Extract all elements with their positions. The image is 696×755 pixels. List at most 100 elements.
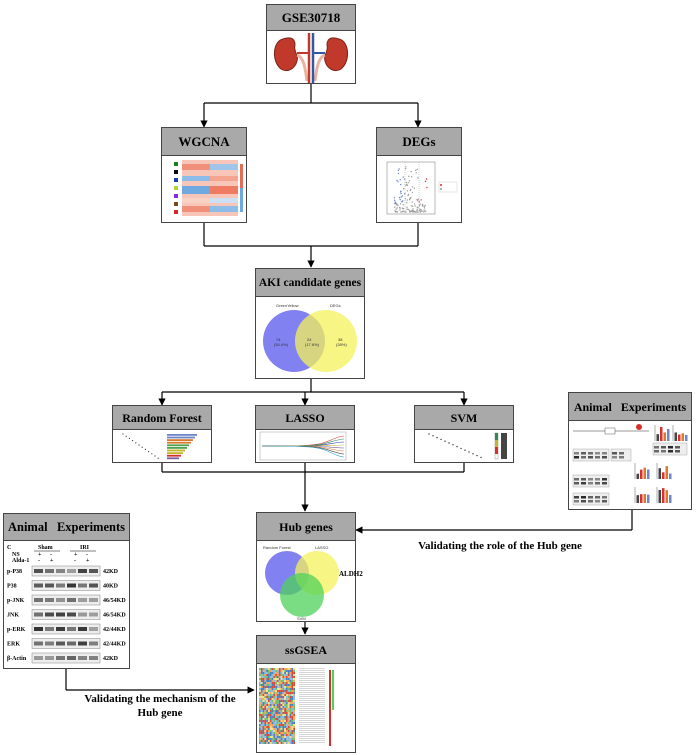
ssgsea-cell [284,682,286,684]
ssgsea-cell [280,730,283,732]
ssgsea-cell [264,734,267,736]
ssgsea-label-line [299,672,325,673]
ssgsea-cell [282,712,285,714]
ssgsea-cell [286,740,288,742]
ssgsea-cell [264,706,267,708]
ssgsea-cell [282,730,285,732]
ssgsea-cell [273,674,276,676]
ssgsea-cell [268,672,270,674]
volcano-dot [406,190,409,192]
ssgsea-cell [284,692,286,694]
wgcna-title: WGCNA [162,128,246,156]
ssgsea-cell [280,672,283,674]
caption-validate-mechanism: Validating the mechanism of the Hub gene [70,692,250,720]
hub-venn: Random Forest LASSO SVM [263,545,339,621]
rf-bar [167,444,189,447]
blot-band [675,450,680,453]
blot-band [45,641,54,646]
blot-band [581,456,586,459]
ssgsea-cell [277,738,279,740]
ssgsea-cell [262,682,265,684]
ssgsea-label-line [299,670,325,671]
ssgsea-cell [284,730,286,732]
ssgsea-cell [287,710,290,712]
ssgsea-cell [275,706,277,708]
ssgsea-cell [284,680,286,682]
ssgsea-label-line [299,732,325,733]
blot-alda-sign: - [38,558,40,564]
volcano-dot [410,211,412,213]
ssgsea-cell [269,722,272,724]
ssgsea-cell [275,702,277,704]
ssgsea-cell [287,682,290,684]
ssgsea-cell [264,722,267,724]
ssgsea-cell [268,712,270,714]
ssgsea-cell [287,726,290,728]
ssgsea-cell [264,682,267,684]
ssgsea-cell [269,674,272,676]
ssgsea-cell [278,702,281,704]
ssgsea-cell [284,716,286,718]
ssgsea-cell [278,710,281,712]
volcano-dot [406,208,408,210]
ssgsea-cell [260,724,263,726]
ssgsea-cell [269,676,272,678]
ssgsea-cell [268,690,270,692]
blot-panel-letter: C [7,545,11,551]
ssgsea-cell [269,694,272,696]
ssgsea-cell [282,732,285,734]
rf-dot [141,446,143,448]
ssgsea-cell [273,720,276,722]
ssgsea-label-line [299,720,325,721]
ssgsea-cell [293,686,295,688]
ssgsea-cell [278,686,281,688]
ssgsea-cell [269,682,272,684]
ssgsea-cell [287,730,290,732]
ssgsea-cell [260,686,263,688]
ssgsea-cell [266,714,268,716]
ssgsea-label-line [299,722,325,723]
ssgsea-cell [260,672,263,674]
ssgsea-cell [262,696,265,698]
ssgsea-cell [284,726,286,728]
ssgsea-cell [262,694,265,696]
blot-band-size: 42/44KD [103,627,126,633]
ssgsea-cell [275,680,277,682]
ssgsea-cell [273,738,276,740]
ssgsea-cell [280,724,283,726]
ssgsea-cell [280,708,283,710]
ssgsea-cell [282,722,285,724]
ssgsea-cell [289,730,292,732]
ssgsea-cell [268,714,270,716]
ssgsea-cell [271,742,274,744]
ssgsea-cell [275,742,277,744]
ssgsea-cell [280,718,283,720]
ssgsea-cell [280,720,283,722]
volcano-dot [399,198,401,201]
ssgsea-cell [282,738,285,740]
volcano-dot [407,208,409,211]
ssgsea-cell [291,718,294,720]
blot-band [56,569,65,573]
ssgsea-cell [291,696,294,698]
ssgsea-cell [259,722,261,724]
ssgsea-cell [260,738,263,740]
ssgsea-cell [266,698,268,700]
ssgsea-cell [291,690,294,692]
ssgsea-cell [289,694,292,696]
ssgsea-cell [286,710,288,712]
bar [656,434,659,441]
venn-left-pct: (54.4%) [274,342,289,347]
ssgsea-cell [260,718,263,720]
ssgsea-cell [293,740,295,742]
rf-dot [151,453,153,455]
ssgsea-cell [287,696,290,698]
blot-band [654,450,659,453]
ssgsea-cell [273,704,276,706]
ssgsea-cell [280,740,283,742]
ssgsea-label-line [299,726,325,727]
ssgsea-cell [273,710,276,712]
ssgsea-cell [259,724,261,726]
ssgsea-cell [277,696,279,698]
